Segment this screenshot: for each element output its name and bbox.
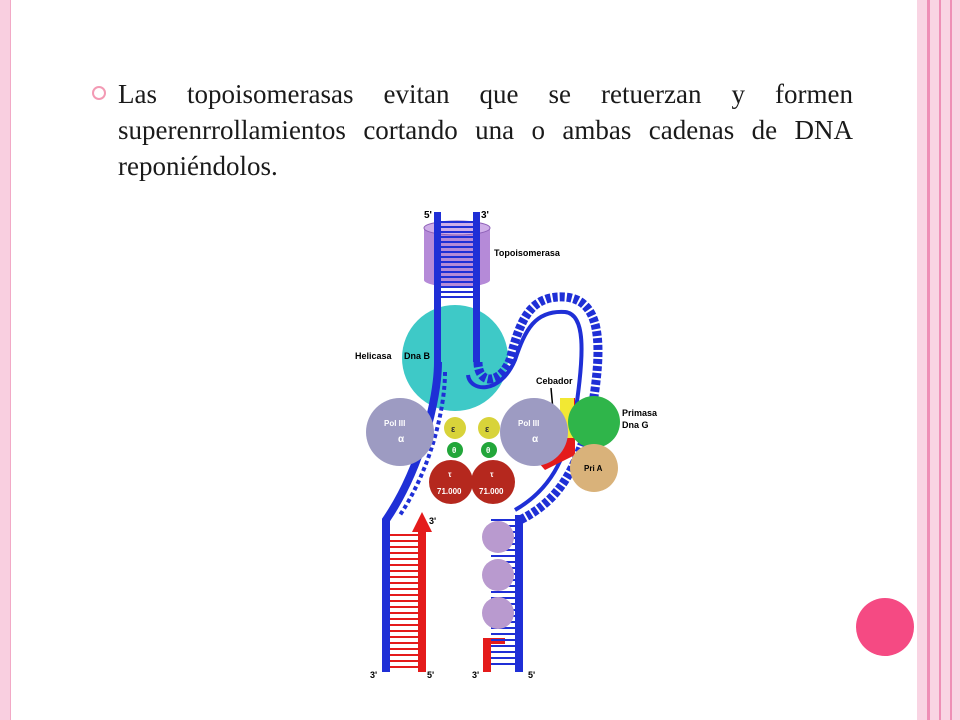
label-helicasa: Helicasa	[355, 351, 393, 361]
right-border-stripe	[939, 0, 941, 720]
label-pol-iii-left: Pol III	[384, 419, 405, 428]
tau-left	[429, 460, 473, 504]
label-5prime-bottom-left: 5'	[427, 670, 434, 680]
right-border-stripe	[927, 0, 930, 720]
label-3prime-bottom-left: 3'	[370, 670, 377, 680]
decorative-pink-circle	[856, 598, 914, 656]
label-pri-a: Pri A	[584, 464, 603, 473]
lagging-template-strand	[515, 515, 523, 672]
pol-iii-right	[500, 398, 568, 466]
label-5prime-bottom-right: 5'	[528, 670, 535, 680]
label-theta-right: θ	[486, 446, 490, 455]
helicase	[402, 305, 508, 411]
label-3prime-bottom-right: 3'	[472, 670, 479, 680]
leading-arrow-icon	[412, 512, 432, 532]
label-theta-left: θ	[452, 446, 456, 455]
right-border-stripe	[950, 0, 952, 720]
label-3prime-leading: 3'	[429, 516, 436, 526]
label-epsilon-left: ε	[451, 424, 456, 434]
primase	[568, 396, 620, 448]
pri-a	[570, 444, 618, 492]
label-primasa: Primasa	[622, 408, 658, 418]
label-pol-iii-right: Pol III	[518, 419, 539, 428]
label-alpha-left: α	[398, 434, 405, 445]
ssb-2	[482, 559, 514, 591]
label-tau-right: τ	[490, 470, 494, 479]
theta-left	[447, 442, 463, 458]
label-epsilon-right: ε	[485, 424, 490, 434]
right-border	[917, 0, 960, 720]
left-border	[0, 0, 11, 720]
bullet-icon	[92, 86, 106, 100]
label-tau-left: τ	[448, 470, 452, 479]
label-dna-b: Dna B	[404, 351, 431, 361]
leading-rungs-bottom	[390, 534, 418, 668]
label-dna-g: Dna G	[622, 420, 649, 430]
label-alpha-right: α	[532, 434, 539, 445]
leading-rungs	[398, 371, 447, 517]
theta-right	[481, 442, 497, 458]
label-cebador: Cebador	[536, 376, 573, 386]
tau-right	[471, 460, 515, 504]
okazaki-fragment	[483, 640, 491, 672]
label-tau-mass-left: 71.000	[437, 487, 462, 496]
leading-new-strand	[418, 530, 426, 672]
pol-iii-left	[366, 398, 434, 466]
parental-dna	[434, 212, 480, 362]
epsilon-left	[444, 417, 466, 439]
label-topoisomerasa: Topoisomerasa	[494, 248, 561, 258]
ssb-3	[482, 597, 514, 629]
epsilon-right	[478, 417, 500, 439]
bullet-text: Las topoisomerasas evitan que se retuerz…	[118, 79, 853, 181]
label-5prime-top: 5'	[424, 210, 432, 221]
ssb-1	[482, 521, 514, 553]
label-tau-mass-right: 71.000	[479, 487, 504, 496]
label-3prime-top: 3'	[481, 210, 489, 221]
